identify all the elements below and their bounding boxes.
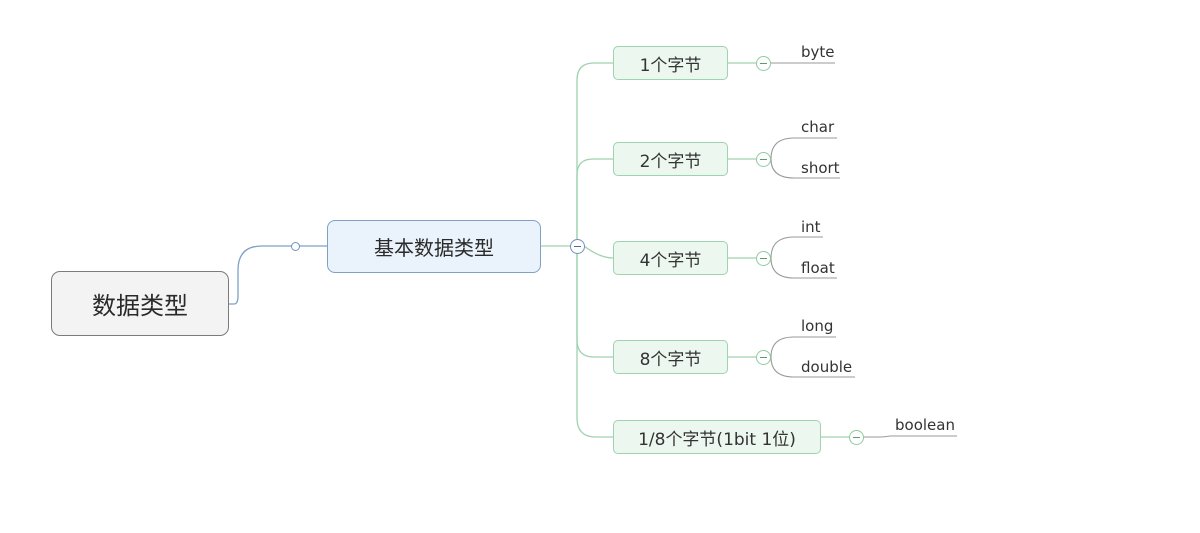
collapse-minus-icon[interactable] — [756, 251, 771, 266]
collapse-minus-icon[interactable] — [570, 239, 585, 254]
link-leaf-boolean — [864, 435, 957, 438]
link-trunk-g5 — [576, 246, 613, 438]
subtopic-2-byte[interactable]: 2个字节 — [613, 142, 728, 176]
link-leaf-char — [770, 137, 837, 160]
subtopic-4-byte[interactable]: 4个字节 — [613, 241, 728, 275]
subtopic-label: 2个字节 — [639, 151, 702, 172]
subtopic-8-byte[interactable]: 8个字节 — [613, 340, 728, 374]
link-leaf-int — [770, 236, 823, 259]
collapse-minus-icon[interactable] — [756, 56, 771, 71]
root-topic[interactable]: 数据类型 — [51, 271, 229, 336]
link-trunk-g3 — [583, 245, 614, 259]
leaf-short[interactable]: short — [801, 159, 840, 177]
collapse-minus-icon[interactable] — [849, 430, 864, 445]
subtopic-label: 8个字节 — [639, 349, 702, 370]
subtopic-label: 4个字节 — [639, 250, 702, 271]
leaf-int[interactable]: int — [801, 218, 821, 236]
subtopic-label: 1/8个字节(1bit 1位) — [638, 429, 796, 450]
main-topic[interactable]: 基本数据类型 — [327, 220, 541, 273]
leaf-boolean[interactable]: boolean — [895, 416, 955, 434]
collapse-minus-icon[interactable] — [756, 152, 771, 167]
link-trunk-g2 — [576, 158, 613, 246]
leaf-double[interactable]: double — [801, 358, 853, 376]
leaf-long[interactable]: long — [801, 317, 834, 335]
link-root-main — [229, 245, 327, 305]
root-topic-label: 数据类型 — [92, 292, 188, 320]
link-trunk-g4 — [576, 246, 613, 358]
leaf-byte[interactable]: byte — [801, 43, 835, 61]
leaf-char[interactable]: char — [801, 118, 835, 136]
main-topic-label: 基本数据类型 — [374, 236, 494, 260]
subtopic-1-byte[interactable]: 1个字节 — [613, 46, 728, 80]
subtopic-1-8-byte[interactable]: 1/8个字节(1bit 1位) — [613, 420, 821, 454]
collapse-minus-icon[interactable] — [756, 350, 771, 365]
link-trunk-g1 — [576, 62, 613, 246]
leaf-float[interactable]: float — [801, 259, 835, 277]
connector-dot-icon — [291, 242, 300, 251]
subtopic-label: 1个字节 — [639, 55, 702, 76]
link-leaf-long — [770, 336, 836, 358]
